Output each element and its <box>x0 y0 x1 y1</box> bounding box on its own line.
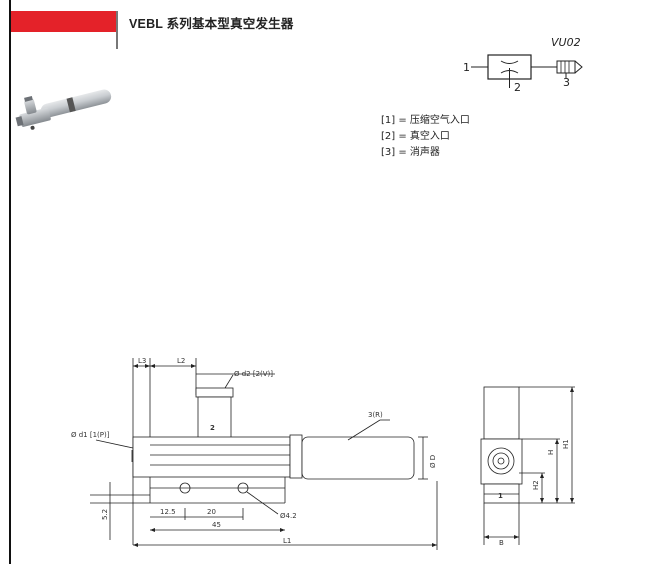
page-left-rule <box>9 0 11 564</box>
product-photo <box>15 89 112 130</box>
symbol-port2-label: 2 <box>514 81 521 94</box>
dim-45: 45 <box>212 521 221 529</box>
dim-d4-2: Ø4.2 <box>280 512 297 520</box>
dim-l1: L1 <box>283 537 291 545</box>
brand-red-bar <box>11 11 117 32</box>
dim-h1: H1 <box>562 439 570 449</box>
front-port-number: 2 <box>210 424 215 432</box>
port-legend: [1] = 压缩空气入口 [2] = 真空入口 [3] = 消声器 <box>381 113 470 161</box>
dim-h: H <box>547 450 555 455</box>
page-title: VEBL 系列基本型真空发生器 <box>129 17 294 31</box>
legend-item: [3] = 消声器 <box>381 147 440 158</box>
dim-l3: L3 <box>138 357 146 365</box>
dim-d0: Ø D <box>429 455 437 468</box>
symbol-port1-label: 1 <box>463 61 470 74</box>
dim-d2: Ø d2 [2(V)] <box>234 370 273 378</box>
dim-l2: L2 <box>177 357 185 365</box>
dim-12-5: 12.5 <box>160 508 176 516</box>
legend-item: [1] = 压缩空气入口 <box>381 115 470 126</box>
side-port1-label: 1 <box>498 492 503 500</box>
header-divider <box>116 11 118 49</box>
dim-5-2: 5.2 <box>101 509 109 520</box>
dim-b: B <box>499 539 504 547</box>
dim-r3: 3(R) <box>368 411 383 419</box>
dim-20: 20 <box>207 508 216 516</box>
dim-d1: Ø d1 [1(P)] <box>71 431 110 439</box>
pneumatic-symbol: VU02 1 2 3 <box>463 36 583 94</box>
symbol-model-label: VU02 <box>551 36 581 49</box>
legend-item: [2] = 真空入口 <box>381 131 450 142</box>
dim-h2: H2 <box>532 480 540 490</box>
symbol-port3-label: 3 <box>563 76 570 89</box>
